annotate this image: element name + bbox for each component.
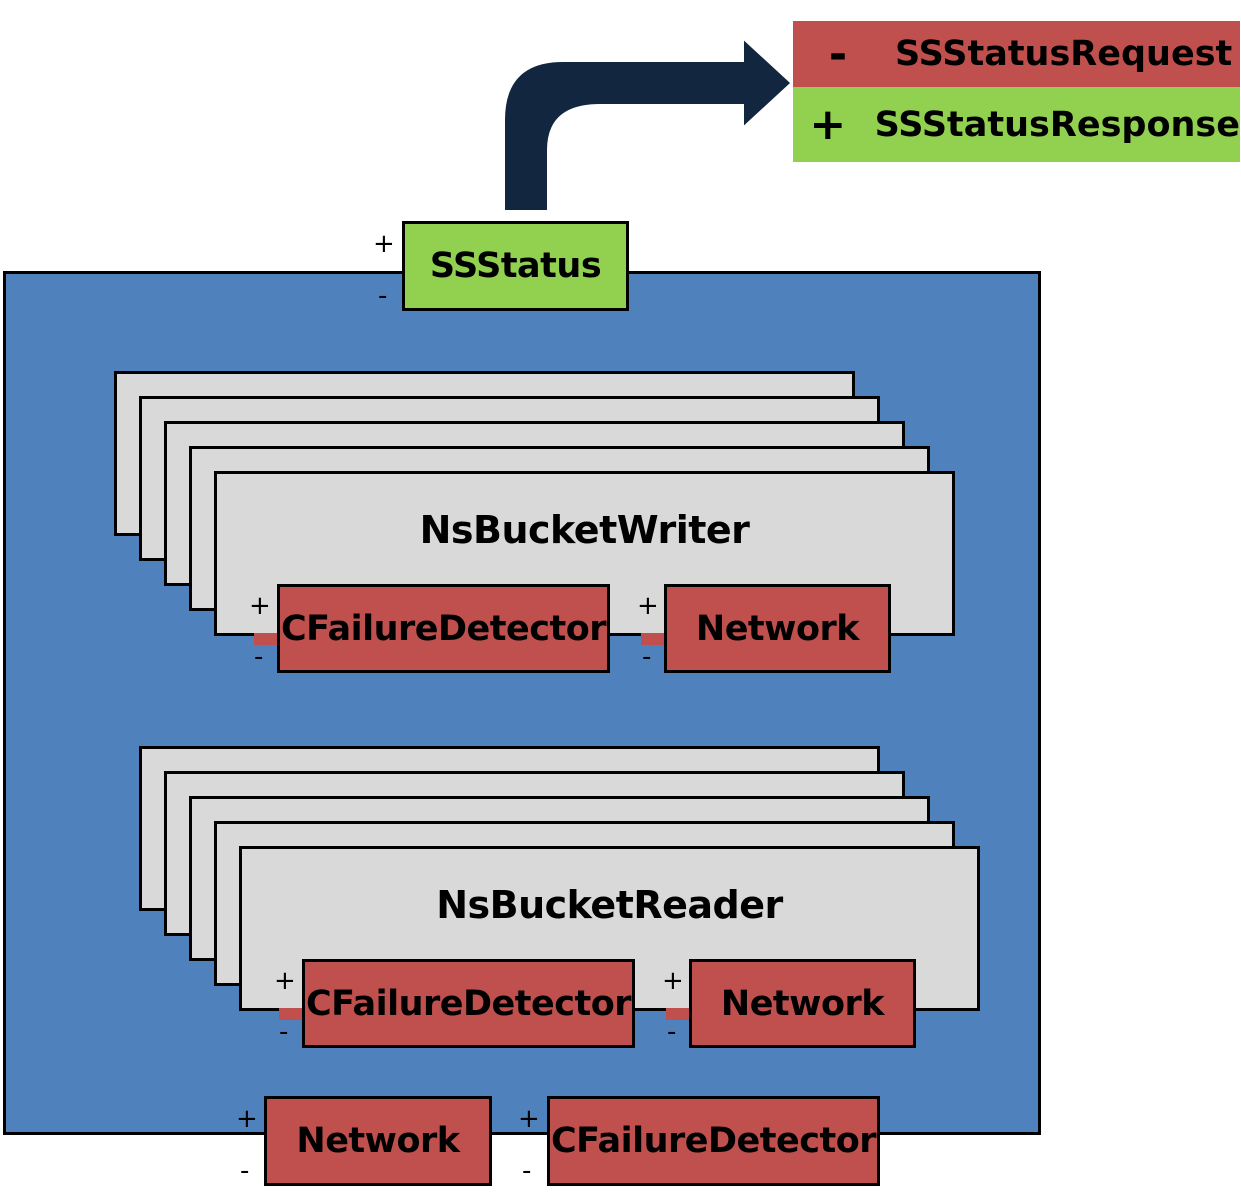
bottom-network-minus: - — [240, 1156, 250, 1186]
reader-port-plus: + — [274, 966, 296, 996]
legend-response-label: SSStatusResponse — [874, 104, 1240, 145]
writer-port-minus: - — [254, 642, 264, 672]
writer-port-tab — [641, 633, 665, 645]
reader-port-plus: + — [662, 966, 684, 996]
legend-request-label: SSStatusRequest — [895, 34, 1233, 74]
reader-network-label: Network — [720, 983, 885, 1024]
reader-port-tab — [279, 1008, 303, 1020]
bottom-failure-detector-minus: - — [522, 1156, 532, 1186]
status-port-label: SSStatus — [429, 246, 602, 286]
legend-response-sign: + — [809, 99, 847, 150]
writer-failure-detector-label: CFailureDetector — [280, 608, 607, 649]
reader-failure-detector-label: CFailureDetector — [305, 983, 632, 1024]
status-port[interactable]: SSStatus — [402, 221, 629, 311]
bottom-network-port[interactable]: Network — [264, 1096, 492, 1186]
writer-network-port[interactable]: Network — [664, 584, 891, 673]
writer-port-tab — [254, 633, 278, 645]
bottom-failure-detector-plus: + — [518, 1104, 540, 1134]
writer-port-plus: + — [249, 591, 271, 621]
reader-port-minus: - — [279, 1017, 289, 1047]
reader-port-tab — [666, 1008, 690, 1020]
writer-failure-detector-port[interactable]: CFailureDetector — [277, 584, 610, 673]
reader-failure-detector-port[interactable]: CFailureDetector — [302, 959, 635, 1048]
bottom-network-plus: + — [236, 1104, 258, 1134]
reader-port-minus: - — [667, 1017, 677, 1047]
writer-network-label: Network — [695, 608, 860, 649]
bottom-failure-detector-port[interactable]: CFailureDetector — [547, 1096, 880, 1186]
reader-title: NsBucketReader — [436, 883, 783, 927]
writer-title: NsBucketWriter — [419, 508, 750, 552]
status-arrow-shape — [501, 31, 796, 214]
status-port-minus: - — [378, 281, 388, 311]
reader-network-port[interactable]: Network — [689, 959, 916, 1048]
legend-response: + SSStatusResponse — [793, 87, 1240, 162]
writer-port-plus: + — [637, 591, 659, 621]
legend-request-sign: - — [828, 28, 848, 80]
writer-port-minus: - — [642, 642, 652, 672]
bottom-failure-detector-label: CFailureDetector — [550, 1121, 877, 1161]
status-port-plus: + — [373, 229, 395, 259]
legend-request: - SSStatusRequest — [793, 21, 1240, 87]
bottom-network-label: Network — [296, 1121, 460, 1161]
